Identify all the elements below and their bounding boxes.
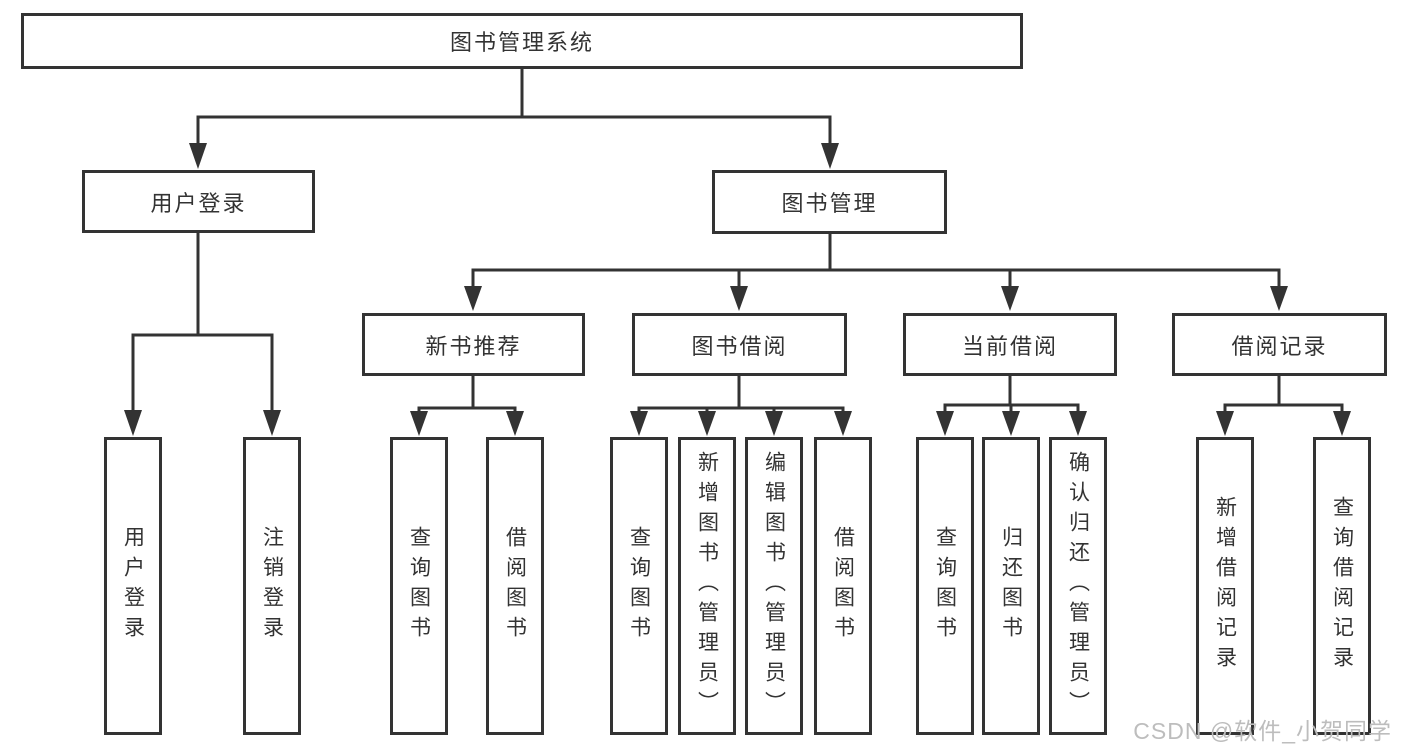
leaf-edit-book-admin: 编辑图书（管理员） xyxy=(745,437,803,735)
node-book-management: 图书管理 xyxy=(712,170,947,234)
csdn-watermark: CSDN @软件_小贺同学 xyxy=(1133,718,1392,744)
leaf-query-books-borrow: 查询图书 xyxy=(610,437,668,735)
leaf-return-book: 归还图书 xyxy=(982,437,1040,735)
node-current-borrow: 当前借阅 xyxy=(903,313,1117,376)
leaf-add-book-admin: 新增图书（管理员） xyxy=(678,437,736,735)
connector-user-login-children xyxy=(124,231,281,436)
leaf-logout-login: 注销登录 xyxy=(243,437,301,735)
connector-root-to-level2 xyxy=(189,67,839,169)
node-new-book-recommend: 新书推荐 xyxy=(362,313,585,376)
node-book-borrow: 图书借阅 xyxy=(632,313,847,376)
leaf-user-login: 用户登录 xyxy=(104,437,162,735)
leaf-borrow-books-borrow: 借阅图书 xyxy=(814,437,872,735)
node-borrow-records: 借阅记录 xyxy=(1172,313,1387,376)
leaf-query-books-recommend: 查询图书 xyxy=(390,437,448,735)
leaf-add-borrow-record: 新增借阅记录 xyxy=(1196,437,1254,735)
leaf-query-books-current: 查询图书 xyxy=(916,437,974,735)
connector-borrow-records-children xyxy=(1216,374,1351,436)
connector-book-management-children xyxy=(464,232,1288,311)
connector-new-book-children xyxy=(410,374,524,436)
connector-current-borrow-children xyxy=(936,374,1087,436)
connector-book-borrow-children xyxy=(630,374,852,436)
node-library-system: 图书管理系统 xyxy=(21,13,1023,69)
leaf-borrow-books-recommend: 借阅图书 xyxy=(486,437,544,735)
leaf-query-borrow-record: 查询借阅记录 xyxy=(1313,437,1371,735)
leaf-confirm-return-admin: 确认归还（管理员） xyxy=(1049,437,1107,735)
node-user-login: 用户登录 xyxy=(82,170,315,233)
